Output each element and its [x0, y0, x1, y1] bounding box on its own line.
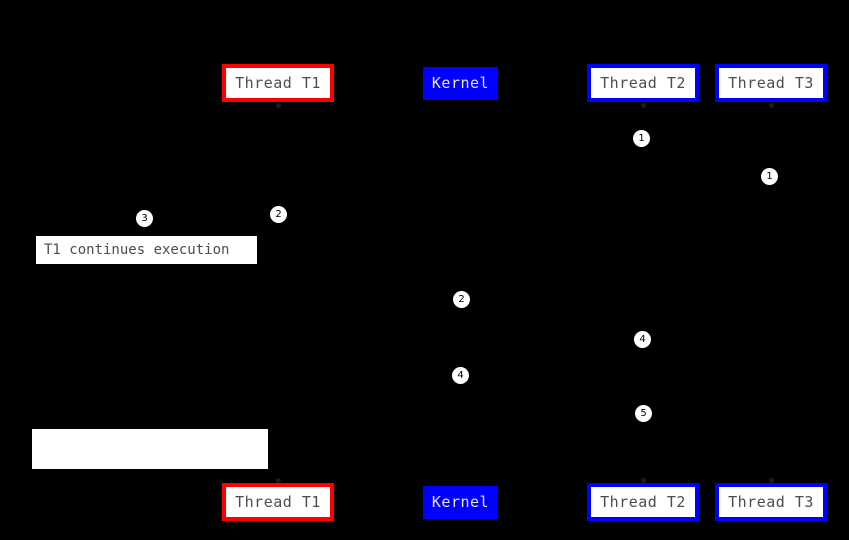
note-t1-continues[interactable]: T1 continues execution [36, 236, 257, 264]
lifeline-header-thread-t1[interactable]: Thread T1 [222, 64, 334, 102]
lifeline-label: Kernel [431, 493, 490, 511]
step-circle-2: 2 [270, 206, 287, 223]
step-circle-4: 4 [634, 331, 651, 348]
stub-t1-bottom [276, 478, 281, 483]
lifeline-label: Kernel [431, 74, 490, 92]
lifeline-header-thread-t2[interactable]: Thread T2 [587, 64, 699, 102]
lifeline-header-thread-t3[interactable]: Thread T3 [715, 64, 827, 102]
note-blank[interactable] [32, 429, 268, 469]
lifeline-label: Thread T3 [728, 73, 814, 92]
lifeline-header-kernel[interactable]: Kernel [423, 67, 498, 100]
lifeline-label: Thread T1 [235, 73, 321, 92]
lifeline-label: Thread T1 [235, 492, 321, 511]
step-circle-4: 4 [452, 367, 469, 384]
stub-t2-bottom [641, 478, 646, 483]
stub-t3-top [769, 103, 774, 108]
stub-t1-top [276, 103, 281, 108]
step-circle-5: 5 [635, 405, 652, 422]
step-circle-1: 1 [633, 130, 650, 147]
note-text: T1 continues execution [44, 242, 230, 258]
step-circle-1: 1 [761, 168, 778, 185]
lifeline-label: Thread T2 [600, 73, 686, 92]
stub-t3-bottom [769, 478, 774, 483]
lifeline-label: Thread T3 [728, 492, 814, 511]
step-circle-3: 3 [136, 210, 153, 227]
step-circle-2: 2 [453, 291, 470, 308]
lifeline-label: Thread T2 [600, 492, 686, 511]
lifeline-footer-thread-t3[interactable]: Thread T3 [715, 483, 827, 521]
lifeline-footer-thread-t1[interactable]: Thread T1 [222, 483, 334, 521]
stub-t2-top [641, 103, 646, 108]
lifeline-footer-thread-t2[interactable]: Thread T2 [587, 483, 699, 521]
lifeline-footer-kernel[interactable]: Kernel [423, 486, 498, 519]
